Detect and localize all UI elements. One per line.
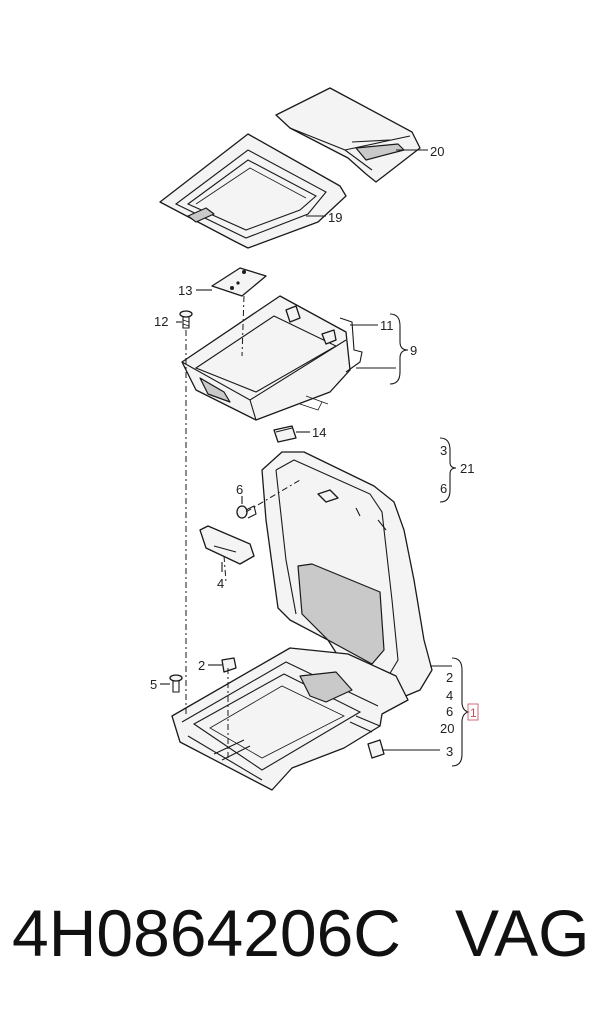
part-number-label: 4H0864206C [12,896,401,970]
callout-3-group: 3 [440,443,447,458]
clip-part-14 [273,425,297,443]
callout-5: 5 [150,677,157,692]
leader-lines [160,149,452,751]
callout-19: 19 [328,210,342,225]
maker-label: VAG [455,896,590,970]
callout-12: 12 [154,314,168,329]
storage-tray-part [181,295,363,421]
assembly-axis-lines [185,295,301,760]
callout-13: 13 [178,283,192,298]
callout-14: 14 [312,425,326,440]
brace-1 [451,657,470,767]
brace-21 [439,437,457,503]
base-frame-part [171,647,409,791]
callout-2: 2 [198,658,205,673]
callout-11: 11 [380,318,394,333]
callout-6: 6 [236,482,243,497]
clip-part-2 [221,657,237,673]
callout-20-top: 20 [430,144,444,159]
clip-part-3 [367,739,385,759]
light-lens-part-4 [199,525,255,565]
armrest-lid-part [261,451,433,701]
trim-frame-part [159,133,347,249]
callout-4: 4 [217,576,224,591]
bulb-part-6 [236,505,257,519]
screw-part-5 [169,674,183,693]
mounting-plate-part [211,267,267,297]
callout-4-list: 4 [446,688,453,703]
callout-6-list: 6 [446,704,453,719]
callout-21: 21 [460,461,474,476]
screw-part-12 [179,310,193,329]
callout-6-group: 6 [440,481,447,496]
brace-9 [389,313,409,385]
callout-1-box [467,703,479,721]
callout-9: 9 [410,343,417,358]
callout-1: 1 [470,706,477,720]
callout-20-list: 20 [440,721,454,736]
lid-cover-part [275,87,421,183]
callout-2-list: 2 [446,670,453,685]
callout-3-list: 3 [446,744,453,759]
